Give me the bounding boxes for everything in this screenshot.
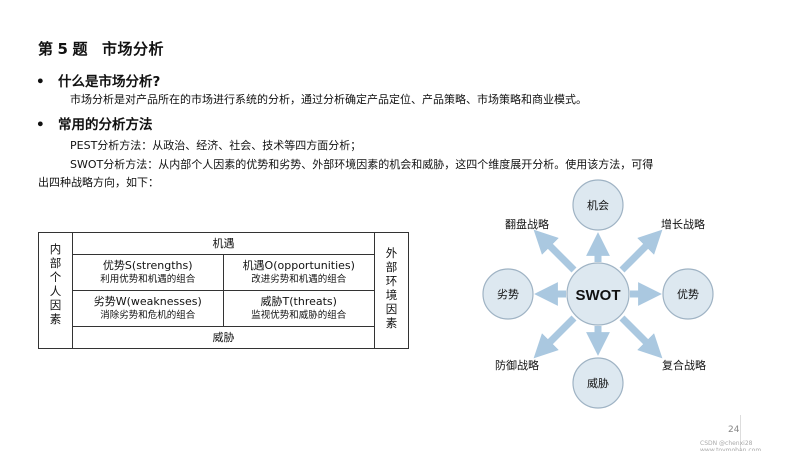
cell-sub: 改进劣势和机遇的组合	[251, 274, 347, 285]
strategy-top-left: 翻盘战略	[505, 217, 549, 231]
swot-line-2: 出四种战略方向，如下：	[38, 176, 159, 189]
cell-threats: 威胁T(threats) 监视优势和威胁的组合	[224, 291, 375, 327]
vertical-char: 环	[385, 274, 398, 288]
vertical-char: 部	[385, 260, 398, 274]
corner-divider	[740, 415, 741, 451]
vertical-char: 因	[49, 298, 62, 312]
strategy-bottom-right: 复合战略	[662, 358, 706, 372]
cell-title: 优势S(strengths)	[102, 259, 193, 272]
arrows	[533, 229, 663, 359]
strategy-top-right: 增长战略	[661, 217, 705, 231]
swot-grid: 优势S(strengths) 利用优势和机遇的组合 机遇O(opportunit…	[73, 255, 374, 326]
cell-sub: 消除劣势和危机的组合	[100, 309, 196, 321]
external-label-text: 外部环境因素	[375, 246, 408, 330]
footer-watermark: CSDN @chenxi28 www.toymoban.com	[700, 440, 762, 451]
page-number: 24	[728, 425, 740, 435]
internal-label-text: 内部个人因素	[39, 242, 72, 326]
center-circle	[566, 262, 630, 326]
strategy-bottom-left: 防御战略	[495, 358, 539, 372]
vertical-char: 外	[385, 246, 398, 260]
opportunity-header: 机遇	[73, 233, 374, 255]
title-name: 市场分析	[101, 40, 164, 58]
section2-heading: 常用的分析方法	[58, 117, 153, 133]
bottom-circle	[572, 357, 624, 409]
cell-sub: 监视优势和威胁的组合	[251, 309, 347, 321]
cell-title: 机遇O(opportunities)	[242, 259, 355, 272]
vertical-char: 内	[49, 242, 62, 256]
swot-line-1: SWOT分析方法：从内部个人因素的优势和劣势、外部环境因素的机会和威胁，这四个维…	[70, 158, 654, 171]
internal-factors-label: 内部个人因素	[39, 233, 73, 348]
top-circle	[572, 179, 624, 231]
arrow-up-left	[533, 229, 577, 273]
arrow-down-left	[533, 315, 577, 359]
title-prefix: 第	[38, 40, 54, 58]
bullet-dot: •	[36, 117, 45, 133]
cell-title: 威胁T(threats)	[260, 294, 337, 308]
vertical-char: 境	[385, 288, 398, 302]
cell-title: 劣势W(weaknesses)	[93, 294, 202, 308]
cell-sub: 利用优势和机遇的组合	[100, 274, 196, 285]
vertical-char: 人	[49, 284, 62, 298]
left-circle	[482, 268, 534, 320]
right-circle	[662, 268, 714, 320]
threat-footer: 威胁	[73, 326, 374, 348]
bullet-what-is: • 什么是市场分析?	[36, 70, 160, 90]
arrow-down-right	[619, 315, 663, 359]
cell-strengths: 优势S(strengths) 利用优势和机遇的组合	[73, 255, 224, 291]
section1-heading: 什么是市场分析?	[58, 74, 161, 90]
cell-opportunities: 机遇O(opportunities) 改进劣势和机遇的组合	[223, 255, 374, 291]
vertical-char: 个	[49, 270, 62, 284]
pest-line: PEST分析方法：从政治、经济、社会、技术等四方面分析；	[70, 139, 362, 152]
bottom-label: 威胁	[587, 376, 609, 390]
external-factors-label: 外部环境因素	[374, 233, 408, 348]
title-number: 5	[57, 40, 69, 58]
cell-weaknesses: 劣势W(weaknesses) 消除劣势和危机的组合	[73, 290, 224, 326]
swot-table: 内部个人因素 外部环境因素 机遇 优势S(strengths) 利用优势和机遇的…	[38, 232, 409, 349]
left-label: 劣势	[497, 287, 519, 301]
right-label: 优势	[677, 288, 699, 301]
section1-body: 市场分析是对产品所在的市场进行系统的分析，通过分析确定产品定位、产品策略、市场策…	[70, 93, 587, 106]
vertical-char: 素	[385, 316, 398, 330]
top-label: 机会	[587, 198, 609, 212]
bullet-methods: • 常用的分析方法	[36, 113, 153, 133]
vertical-char: 部	[49, 256, 62, 270]
center-label: SWOT	[576, 287, 621, 304]
bullet-dot: •	[36, 74, 45, 90]
vertical-char: 素	[49, 312, 62, 326]
circles	[482, 179, 714, 409]
arrow-up-right	[619, 229, 663, 273]
title-suffix: 题	[72, 40, 88, 58]
vertical-char: 因	[385, 302, 398, 316]
